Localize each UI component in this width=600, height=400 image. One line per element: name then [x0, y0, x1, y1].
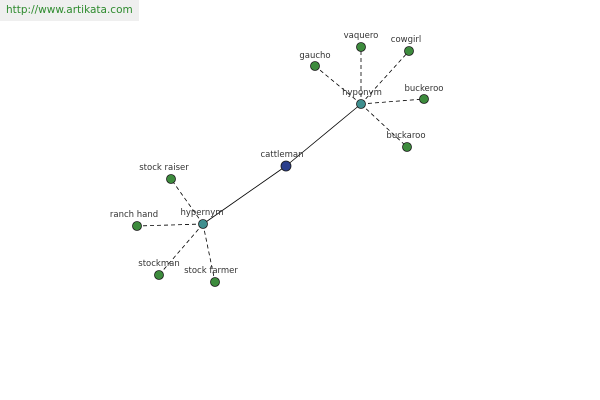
edge-hypernym-ranch-hand: [136, 223, 204, 227]
node-ranch-hand[interactable]: [132, 221, 142, 231]
edge-hyponym-buckaroo: [360, 103, 408, 148]
node-label-gaucho: gaucho: [299, 51, 330, 61]
node-label-buckeroo: buckeroo: [404, 84, 443, 94]
node-label-stock-farmer: stock farmer: [184, 266, 238, 276]
edge-hyponym-cowgirl: [360, 50, 410, 105]
edge-cattleman-hyponym: [285, 103, 362, 167]
node-hyponym[interactable]: [356, 99, 366, 109]
node-label-stock-raiser: stock raiser: [139, 163, 189, 173]
node-label-cowgirl: cowgirl: [391, 35, 421, 45]
node-buckaroo[interactable]: [402, 142, 412, 152]
node-label-cattleman: cattleman: [260, 150, 303, 160]
edge-hypernym-stock-farmer: [202, 223, 216, 283]
graph-edges: [136, 47, 425, 283]
node-label-hyponym: hyponym: [342, 88, 382, 98]
node-hypernym[interactable]: [198, 219, 208, 229]
edge-cattleman-hypernym: [202, 165, 287, 225]
node-label-buckaroo: buckaroo: [386, 131, 425, 141]
node-label-ranch-hand: ranch hand: [110, 210, 158, 220]
edge-hyponym-gaucho: [314, 65, 362, 105]
node-label-stockman: stockman: [138, 259, 179, 269]
edge-hypernym-stockman: [158, 223, 204, 276]
edge-hypernym-stock-raiser: [170, 178, 204, 225]
watermark-link[interactable]: http://www.artikata.com: [0, 0, 139, 21]
node-cowgirl[interactable]: [404, 46, 414, 56]
graph-nodes: [132, 42, 429, 287]
node-stockman[interactable]: [154, 270, 164, 280]
node-vaquero[interactable]: [356, 42, 366, 52]
node-stock-farmer[interactable]: [210, 277, 220, 287]
node-cattleman[interactable]: [280, 160, 292, 172]
graph-labels: gaucho vaquero cowgirl buckeroo buckaroo stoc…: [110, 31, 444, 276]
node-gaucho[interactable]: [310, 61, 320, 71]
node-label-hypernym: hypernym: [180, 208, 223, 218]
edge-hyponym-buckeroo: [360, 98, 425, 105]
node-buckeroo[interactable]: [419, 94, 429, 104]
node-label-vaquero: vaquero: [344, 31, 379, 41]
node-stock-raiser[interactable]: [166, 174, 176, 184]
